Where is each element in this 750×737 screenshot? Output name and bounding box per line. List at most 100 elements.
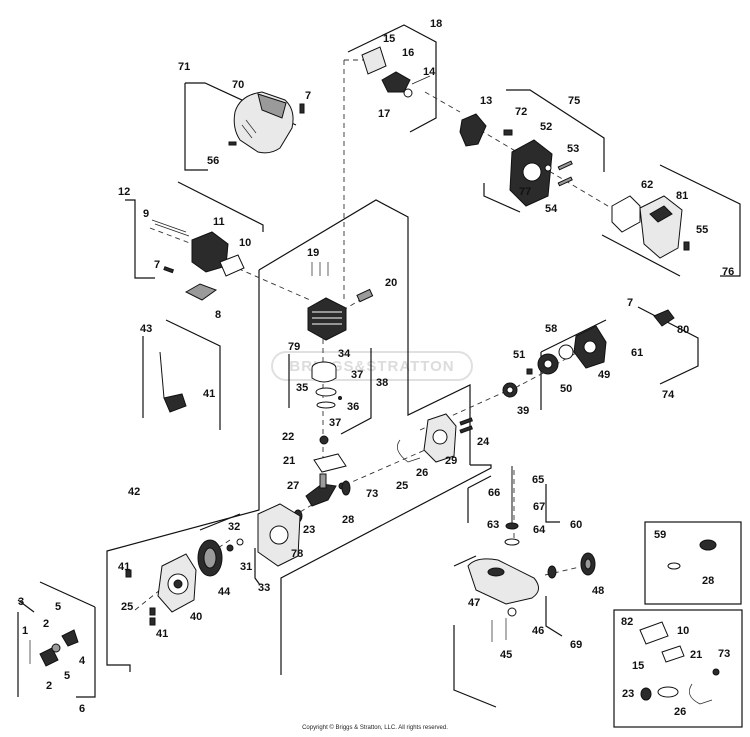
- gasket-icon: [361, 46, 387, 75]
- label-60: 60: [570, 519, 582, 531]
- label-32: 32: [228, 521, 240, 533]
- bracket-icon: [184, 283, 218, 301]
- label-37a: 37: [351, 369, 363, 381]
- ring-icon: [558, 344, 574, 360]
- label-17: 17: [378, 108, 390, 120]
- gearbox-housing-icon: [467, 558, 539, 605]
- label-67: 67: [533, 501, 545, 513]
- label-28: 28: [342, 514, 354, 526]
- screw-icon: [683, 241, 690, 251]
- bracket-icon: [163, 393, 187, 413]
- key-icon: [226, 544, 234, 552]
- label-4: 4: [79, 655, 86, 667]
- label-19: 19: [307, 247, 319, 259]
- label-38: 38: [376, 377, 388, 389]
- label-23: 23: [303, 524, 315, 536]
- label-22: 22: [282, 431, 294, 443]
- label-11: 11: [213, 216, 225, 228]
- inset-82-label-26: 26: [674, 706, 686, 718]
- label-69: 69: [570, 639, 582, 651]
- label-74: 74: [662, 389, 675, 401]
- label-48: 48: [592, 585, 604, 597]
- label-39: 39: [517, 405, 529, 417]
- switch-icon: [39, 647, 59, 667]
- label-21: 21: [283, 455, 295, 467]
- label-35: 35: [296, 382, 308, 394]
- cable-icon: [159, 351, 165, 399]
- label-47: 47: [468, 597, 480, 609]
- screw-icon: [526, 368, 533, 375]
- washer-icon: [505, 522, 519, 530]
- copyright-notice: Copyright © Briggs & Stratton, LLC. All …: [302, 725, 448, 731]
- label-15: 15: [383, 33, 395, 45]
- piston-ring-icon: [315, 387, 337, 397]
- label-76: 76: [722, 266, 734, 278]
- label-43: 43: [140, 323, 152, 335]
- label-33: 33: [258, 582, 270, 594]
- label-25a: 25: [396, 480, 408, 492]
- screw-icon: [149, 617, 156, 626]
- label-37b: 37: [329, 417, 341, 429]
- label-6: 6: [79, 703, 85, 715]
- label-29: 29: [445, 455, 457, 467]
- label-45: 45: [500, 649, 512, 661]
- label-70: 70: [232, 79, 244, 91]
- bolt-icon: [557, 160, 573, 171]
- label-63: 63: [487, 519, 499, 531]
- label-13: 13: [480, 95, 492, 107]
- starter-housing-icon: [157, 553, 197, 613]
- seal-icon: [667, 562, 681, 570]
- label-55: 55: [696, 224, 708, 236]
- clip-icon: [503, 129, 513, 136]
- gasket-icon: [313, 453, 347, 473]
- label-56: 56: [207, 155, 219, 167]
- label-16: 16: [402, 47, 414, 59]
- label-25b: 25: [121, 601, 133, 613]
- crankcase-icon: [257, 503, 301, 567]
- label-66: 66: [488, 487, 500, 499]
- gasket-icon: [661, 645, 685, 663]
- label-52: 52: [540, 121, 552, 133]
- bearing-icon: [319, 435, 329, 445]
- label-18: 18: [430, 18, 442, 30]
- label-77: 77: [519, 186, 531, 198]
- gasket-icon: [639, 621, 669, 645]
- cylinder-icon: [307, 297, 347, 341]
- label-41a: 41: [203, 388, 215, 400]
- seal-icon: [341, 480, 351, 496]
- washer-icon: [236, 538, 244, 546]
- label-71: 71: [178, 61, 190, 73]
- screw-icon: [459, 417, 473, 426]
- seal-icon: [640, 687, 652, 701]
- label-41b: 41: [118, 561, 130, 573]
- label-12: 12: [118, 186, 130, 198]
- label-61: 61: [631, 347, 643, 359]
- label-50: 50: [560, 383, 572, 395]
- wire-icon: [689, 683, 713, 705]
- label-5a: 5: [55, 601, 61, 613]
- screw-icon: [299, 103, 305, 114]
- drum-icon: [580, 552, 596, 576]
- inset-59-label-28: 28: [702, 575, 714, 587]
- label-80: 80: [677, 324, 689, 336]
- carburetor-icon: [381, 71, 411, 93]
- label-7c: 7: [627, 297, 633, 309]
- screw-icon: [125, 569, 132, 578]
- label-81: 81: [676, 190, 688, 202]
- label-2b: 2: [46, 680, 52, 692]
- label-49: 49: [598, 369, 610, 381]
- crankcase-cover-icon: [423, 413, 457, 463]
- label-2a: 2: [43, 618, 49, 630]
- ring-icon: [544, 164, 552, 172]
- washer-icon: [507, 607, 517, 617]
- wire-icon: [397, 439, 421, 463]
- button-icon: [61, 629, 79, 647]
- label-79: 79: [288, 341, 300, 353]
- part-labels: 71 70 7 56 18 15 16 14 17 13 72 75 52 53…: [18, 18, 734, 718]
- label-36: 36: [347, 401, 359, 413]
- bearing-icon: [699, 539, 717, 551]
- engine-cover-icon: [233, 91, 294, 154]
- label-73: 73: [366, 488, 378, 500]
- spring-icon: [51, 643, 61, 653]
- inset-82-label-21: 21: [690, 649, 702, 661]
